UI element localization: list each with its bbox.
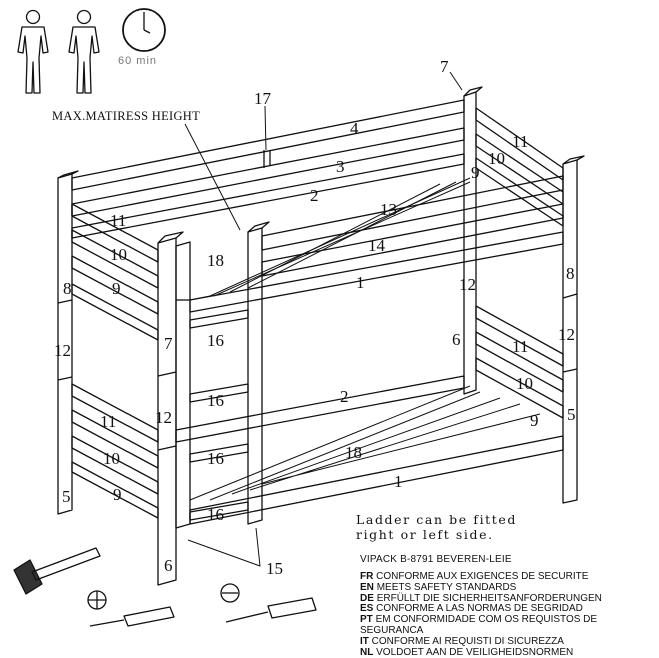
part-16-c: 16 bbox=[207, 449, 224, 468]
ladder-note-line-2: right or left side. bbox=[356, 527, 494, 542]
part-9-left: 9 bbox=[112, 279, 121, 298]
part-16-a: 16 bbox=[207, 331, 224, 350]
part-5-right: 5 bbox=[567, 405, 576, 424]
part-6-front: 6 bbox=[164, 556, 173, 575]
part-13: 13 bbox=[380, 200, 397, 219]
part-1-bottom: 1 bbox=[394, 472, 403, 491]
conformity-list: FR CONFORME AUX EXIGENCES DE SECURITE EN… bbox=[360, 571, 659, 658]
upper-front-guardrails bbox=[261, 175, 564, 277]
lower-left-end-rails bbox=[71, 383, 159, 519]
part-1-top: 1 bbox=[356, 273, 365, 292]
conformity-es: ES CONFORME A LAS NORMAS DE SEGRIDAD bbox=[360, 603, 583, 615]
leader-lines bbox=[184, 71, 463, 567]
clock-icon bbox=[122, 8, 166, 52]
part-11-left: 11 bbox=[110, 211, 126, 230]
part-10-rear: 10 bbox=[488, 149, 505, 168]
upper-left-end-rails bbox=[71, 203, 159, 341]
part-2-top: 2 bbox=[310, 186, 319, 205]
part-15: 15 bbox=[266, 559, 283, 578]
part-number-labels: 17 7 4 11 10 3 9 2 13 14 11 10 18 8 9 8 … bbox=[54, 57, 576, 578]
conformity-fr: FR CONFORME AUX EXIGENCES DE SECURITE bbox=[360, 571, 589, 582]
part-7-front: 7 bbox=[164, 334, 173, 353]
person-icon-1 bbox=[17, 9, 49, 94]
part-7-top: 7 bbox=[440, 57, 449, 76]
upper-side-rail bbox=[176, 231, 564, 313]
conformity-en: EN MEETS SAFETY STANDARDS bbox=[360, 581, 517, 593]
person-icon-2 bbox=[68, 9, 100, 94]
conformity-pt: PT EM CONFORMIDADE COM OS REQUISTOS DE S… bbox=[360, 614, 598, 636]
part-2-bottom: 2 bbox=[340, 387, 349, 406]
part-9-rear: 9 bbox=[471, 163, 480, 182]
conformity-de: DE ERFÜLLT DIE SICHERHEITSANFORDERUNGEN bbox=[360, 592, 602, 604]
part-14: 14 bbox=[368, 236, 386, 255]
manufacturer-address: VIPACK B-8791 BEVEREN-LEIE bbox=[360, 554, 512, 565]
part-5-left: 5 bbox=[62, 487, 71, 506]
screwdriver-flat-icon bbox=[225, 597, 317, 623]
ladder-note: Ladder can be fitted right or left side. bbox=[356, 512, 517, 542]
conformity-nl: NL VOLDOET AAN DE VEILIGHEIDSNORMEN bbox=[360, 646, 574, 658]
post-front-left bbox=[157, 231, 184, 586]
assembly-time: 60 min bbox=[118, 55, 158, 67]
part-9-rear-right: 9 bbox=[530, 411, 539, 430]
part-3: 3 bbox=[336, 157, 345, 176]
part-11-rear-right: 11 bbox=[512, 337, 528, 356]
part-12-front: 12 bbox=[155, 408, 172, 427]
part-12-right: 12 bbox=[558, 325, 575, 344]
max-mattress-height-label: MAX.MATIRESS HEIGHT bbox=[52, 109, 201, 123]
flat-symbol-icon bbox=[220, 583, 240, 603]
screwdriver-phillips-icon bbox=[89, 606, 175, 627]
lower-slats bbox=[189, 385, 541, 501]
post-far-right bbox=[463, 86, 483, 395]
conformity-it: IT CONFORME AI REQUISTI DI SICUREZZA bbox=[360, 635, 564, 647]
lower-right-end-rails bbox=[475, 305, 564, 419]
hammer-icon bbox=[13, 547, 101, 595]
part-11-lower: 11 bbox=[100, 412, 116, 431]
part-16-b: 16 bbox=[207, 391, 224, 410]
upper-slats bbox=[189, 177, 471, 301]
post-left-rear bbox=[57, 170, 79, 515]
part-10-lower: 10 bbox=[103, 449, 120, 468]
lower-side-rail bbox=[189, 435, 564, 525]
part-11-rear: 11 bbox=[512, 132, 528, 151]
part-9-lower: 9 bbox=[113, 485, 122, 504]
part-18-top: 18 bbox=[207, 251, 224, 270]
part-10-left: 10 bbox=[110, 245, 127, 264]
phillips-symbol-icon bbox=[87, 590, 107, 610]
ladder-note-line-1: Ladder can be fitted bbox=[356, 512, 518, 527]
part-4: 4 bbox=[350, 119, 359, 138]
part-17: 17 bbox=[254, 89, 272, 108]
part-12-rear-center: 12 bbox=[459, 275, 476, 294]
part-8-left: 8 bbox=[63, 279, 72, 298]
part-6-rear: 6 bbox=[452, 330, 461, 349]
part-12-left: 12 bbox=[54, 341, 71, 360]
part-8-right: 8 bbox=[566, 264, 575, 283]
part-16-d: 16 bbox=[207, 505, 224, 524]
part-18-bottom: 18 bbox=[345, 443, 362, 462]
part-10-rear-right: 10 bbox=[516, 374, 533, 393]
